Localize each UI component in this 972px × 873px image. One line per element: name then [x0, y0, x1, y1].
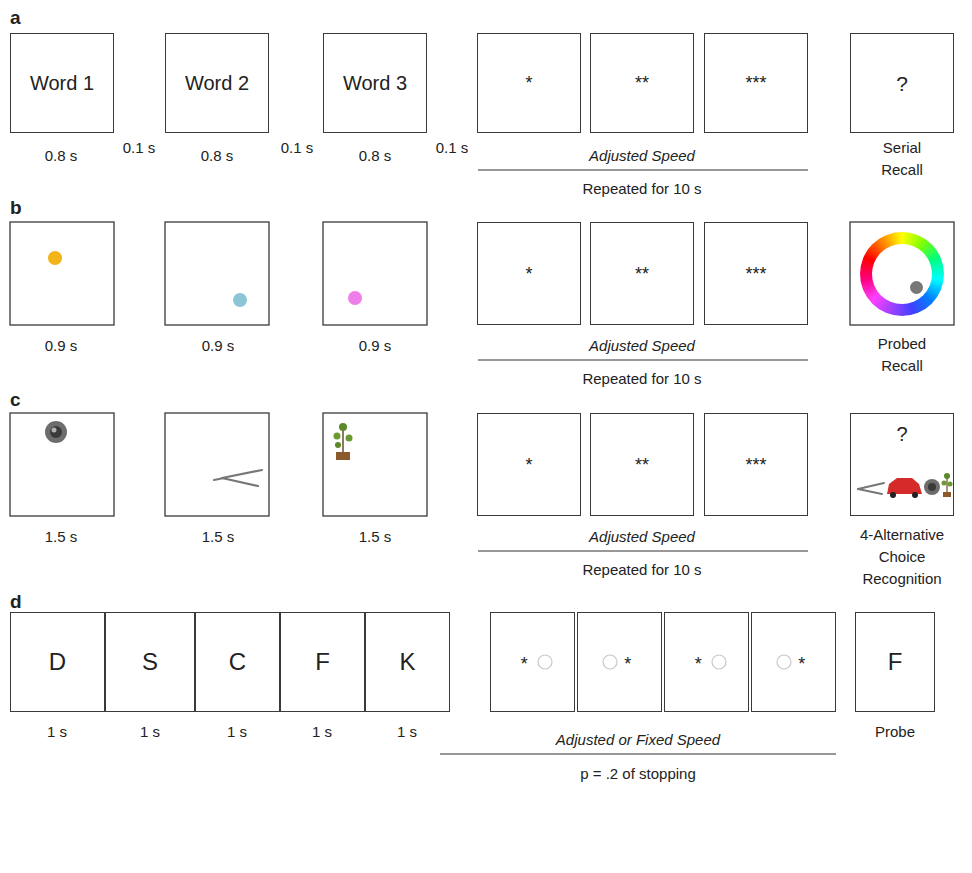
distractor-frame: ***: [704, 33, 808, 133]
frame-text: S: [142, 650, 158, 674]
frame-text: Word 2: [185, 73, 249, 93]
distractor-frame: *: [477, 222, 581, 325]
probe-frame: F: [855, 612, 935, 712]
panel-letter: c: [10, 386, 21, 414]
duration-label: Probe: [875, 721, 915, 743]
duration-label: Repeated for 10 s: [582, 178, 701, 200]
frame-text: Word 1: [30, 73, 94, 93]
image-frames: [10, 222, 954, 516]
recall-frame: ?: [850, 33, 954, 133]
duration-label: p = .2 of stopping: [580, 763, 696, 785]
task-label: Serial Recall: [862, 137, 942, 181]
phase-label: Adjusted Speed: [589, 526, 695, 548]
task-label: 4-Alternative Choice Recognition: [844, 524, 960, 589]
frame-text: **: [635, 74, 649, 92]
frame-text: *: [695, 655, 702, 673]
panel-letter: b: [10, 194, 22, 222]
duration-label: 1.5 s: [45, 526, 78, 548]
duration-label: 1.5 s: [359, 526, 392, 548]
letter-frame: C: [195, 612, 280, 712]
distractor-frame: *: [577, 612, 662, 712]
duration-label: 1.5 s: [202, 526, 235, 548]
distractor-frame: **: [590, 222, 694, 325]
distractor-frame: ***: [704, 413, 808, 516]
duration-label: 0.9 s: [359, 335, 392, 357]
color-wheel-center: [872, 244, 932, 304]
duration-label: 0.9 s: [45, 335, 78, 357]
panel-letter: d: [10, 588, 22, 616]
task-label: Probed Recall: [862, 333, 942, 377]
plant-picture: [334, 423, 353, 460]
choice-pictures: [858, 473, 953, 498]
frame-text: C: [229, 650, 246, 674]
distractor-frame: **: [590, 33, 694, 133]
letter-frame: F: [280, 612, 365, 712]
duration-label: 1 s: [47, 721, 67, 743]
color-dots: [48, 251, 362, 307]
distractor-frame: *: [664, 612, 749, 712]
phase-label: Adjusted Speed: [589, 145, 695, 167]
duration-label: 1 s: [312, 721, 332, 743]
frame-text: **: [635, 265, 649, 283]
word-frame: Word 2: [165, 33, 269, 133]
frame-text: ?: [896, 73, 908, 94]
pliers-picture: [214, 470, 262, 486]
frame-text: *: [521, 655, 528, 673]
frame-text: *: [624, 655, 631, 673]
duration-label: 0.8 s: [201, 145, 234, 167]
duration-label: 0.8 s: [45, 145, 78, 167]
frame-text: F: [315, 650, 330, 674]
frame-text: ***: [745, 74, 766, 92]
frame-text: **: [635, 456, 649, 474]
frame-text: D: [49, 650, 66, 674]
phase-label: Adjusted or Fixed Speed: [556, 729, 720, 751]
frame-text: ***: [745, 265, 766, 283]
frame-text: F: [888, 650, 903, 674]
distractor-frame: *: [751, 612, 836, 712]
duration-label: 1 s: [227, 721, 247, 743]
duration-label: 1 s: [397, 721, 417, 743]
letter-frame: D: [10, 612, 105, 712]
distractor-frame: ***: [704, 222, 808, 325]
duration-label: 0.1 s: [436, 137, 469, 159]
frame-text: *: [798, 655, 805, 673]
word-frame: Word 3: [323, 33, 427, 133]
duration-label: 0.8 s: [359, 145, 392, 167]
letter-frame: S: [105, 612, 195, 712]
frame-text: *: [525, 456, 532, 474]
distractor-frame: *: [477, 413, 581, 516]
word-frame: Word 1: [10, 33, 114, 133]
frame-text: Word 3: [343, 73, 407, 93]
underlines: [440, 170, 836, 754]
duration-label: Repeated for 10 s: [582, 368, 701, 390]
recognition-frame: ?: [850, 413, 954, 516]
duration-label: 0.1 s: [123, 137, 156, 159]
duration-label: Repeated for 10 s: [582, 559, 701, 581]
motor-picture: [45, 421, 67, 443]
frame-text: *: [525, 74, 532, 92]
frame-text: ***: [745, 456, 766, 474]
distractor-frame: **: [590, 413, 694, 516]
frame-text: ?: [896, 424, 907, 444]
letter-frame: K: [365, 612, 450, 712]
panel-letter: a: [10, 4, 21, 32]
frame-text: K: [399, 650, 415, 674]
frame-text: *: [525, 265, 532, 283]
response-dot: [910, 281, 923, 294]
duration-label: 1 s: [140, 721, 160, 743]
duration-label: 0.1 s: [281, 137, 314, 159]
distractor-frame: *: [477, 33, 581, 133]
distractor-frame: *: [490, 612, 575, 712]
phase-label: Adjusted Speed: [589, 335, 695, 357]
duration-label: 0.9 s: [202, 335, 235, 357]
